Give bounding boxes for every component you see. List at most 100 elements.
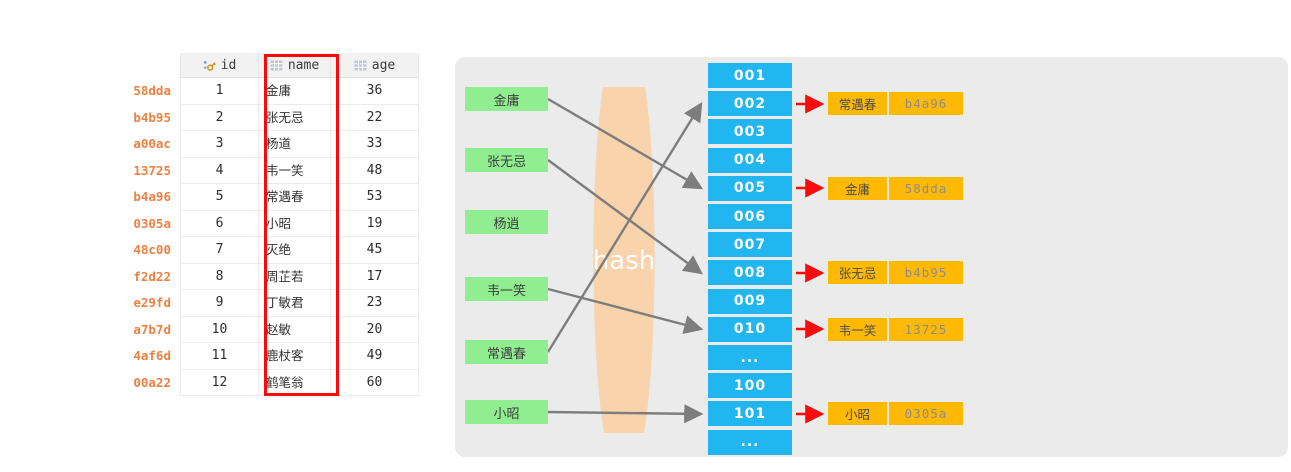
- cell-name: 丁敏君: [258, 290, 330, 317]
- cell-name: 常遇春: [258, 184, 330, 211]
- table-grid-icon: [270, 59, 283, 72]
- row-hash-value: a7b7d: [133, 321, 171, 337]
- hash-index-diagram: hash 金庸 张无忌 杨逍 韦一笑 常遇春 小昭 001 002 003 00…: [455, 57, 1288, 457]
- result-hash-box: 0305a: [889, 402, 963, 425]
- row-hash-value: b4b95: [133, 109, 171, 125]
- row-hash-value: b4a96: [133, 189, 171, 204]
- column-header-name: name: [258, 53, 330, 78]
- cell-id: 5: [180, 184, 258, 211]
- table-row: 58dda 1 金庸 36: [130, 78, 419, 105]
- hash-arrow-zhangwuji-to-008: [547, 159, 703, 275]
- result-name-box: 小昭: [828, 402, 887, 425]
- result-name-box: 金庸: [828, 177, 887, 200]
- cell-age: 49: [330, 343, 419, 370]
- row-hash-value: 13725: [133, 162, 171, 178]
- table-row: 0305a 6 小昭 19: [130, 210, 419, 237]
- cell-id: 6: [180, 210, 258, 237]
- cell-age: 36: [330, 78, 419, 105]
- table-row: b4b95 2 张无忌 22: [130, 104, 419, 131]
- cell-age: 60: [330, 369, 419, 396]
- cell-name: 赵敏: [258, 316, 330, 343]
- cell-age: 20: [330, 316, 419, 343]
- table-row: b4a96 5 常遇春 53: [130, 184, 419, 211]
- table-row: f2d22 8 周芷若 17: [130, 263, 419, 290]
- table-row: 00a22 12 鹤笔翁 60: [130, 369, 419, 396]
- row-hash-value: 48c00: [133, 242, 171, 257]
- cell-age: 19: [330, 210, 419, 237]
- cell-age: 45: [330, 237, 419, 264]
- hash-arrow-xiaozhao-to-101: [547, 404, 704, 424]
- cell-age: 48: [330, 157, 419, 184]
- cell-id: 12: [180, 369, 258, 396]
- table-row: a7b7d 10 赵敏 20: [130, 316, 419, 343]
- table-header-row: id name age: [130, 53, 419, 78]
- cell-id: 3: [180, 131, 258, 158]
- bucket-slot: 002: [708, 91, 792, 117]
- bucket-slot: 100: [708, 373, 792, 399]
- hash-function-lens: [593, 87, 655, 433]
- result-hash-box: 58dda: [889, 177, 963, 200]
- result-name-box: 常遇春: [828, 92, 887, 115]
- cell-name: 鹤笔翁: [258, 369, 330, 396]
- database-table: id name age 58dda 1 金庸 36: [130, 53, 419, 396]
- column-header-label: age: [371, 57, 396, 73]
- table-row: 4af6d 11 鹿杖客 49: [130, 343, 419, 370]
- hash-arrow-jinyong-to-005: [547, 97, 704, 190]
- cell-age: 22: [330, 104, 419, 131]
- cell-name: 灭绝: [258, 237, 330, 264]
- hash-column-spacer: [130, 53, 180, 78]
- cell-id: 4: [180, 157, 258, 184]
- hash-arrow-changyuchun-to-002: [546, 101, 703, 353]
- table-row: 13725 4 韦一笑 48: [130, 157, 419, 184]
- bucket-slot: 007: [708, 232, 792, 258]
- hash-function-label: hash: [593, 246, 655, 276]
- input-key-box: 常遇春: [465, 340, 548, 364]
- row-hash-value: 00a22: [133, 374, 171, 390]
- cell-id: 1: [180, 78, 258, 105]
- bucket-slot: ...: [708, 345, 792, 370]
- primary-key-icon: [203, 59, 216, 72]
- bucket-slot: 003: [708, 119, 792, 145]
- table-row: 48c00 7 灭绝 45: [130, 237, 419, 264]
- input-key-box: 韦一笑: [465, 277, 548, 301]
- result-hash-box: 13725: [889, 318, 963, 341]
- diagram-arrows-layer: hash: [546, 87, 825, 433]
- cell-age: 23: [330, 290, 419, 317]
- cell-id: 7: [180, 237, 258, 264]
- input-key-box: 张无忌: [465, 148, 548, 172]
- input-key-box: 小昭: [465, 400, 548, 424]
- bucket-slot: 101: [708, 401, 792, 427]
- row-hash-value: a00ac: [133, 136, 171, 151]
- cell-name: 周芷若: [258, 263, 330, 290]
- bucket-slot: 001: [708, 63, 792, 88]
- result-name-box: 张无忌: [828, 261, 887, 284]
- column-header-label: id: [220, 57, 237, 73]
- row-hash-value: f2d22: [133, 268, 171, 284]
- cell-age: 53: [330, 184, 419, 211]
- column-header-id: id: [180, 53, 258, 78]
- table-grid-icon: [354, 59, 367, 72]
- cell-name: 金庸: [258, 78, 330, 105]
- cell-id: 2: [180, 104, 258, 131]
- cell-id: 11: [180, 343, 258, 370]
- bucket-slot: 005: [708, 175, 792, 201]
- hash-arrow-weiyixiao-to-010: [547, 287, 704, 335]
- bucket-slot: 008: [708, 260, 792, 286]
- table-row: e29fd 9 丁敏君 23: [130, 290, 419, 317]
- row-hash-value: 0305a: [133, 215, 171, 231]
- cell-name: 鹿杖客: [258, 343, 330, 370]
- input-key-box: 金庸: [465, 87, 548, 111]
- cell-age: 33: [330, 131, 419, 158]
- cell-name: 小昭: [258, 210, 330, 237]
- row-hash-value: 58dda: [133, 83, 171, 98]
- bucket-slot: 006: [708, 204, 792, 229]
- cell-name: 韦一笑: [258, 157, 330, 184]
- column-header-label: name: [287, 57, 320, 73]
- cell-name: 杨道: [258, 131, 330, 158]
- bucket-slot: ...: [708, 429, 792, 455]
- bucket-slot: 009: [708, 288, 792, 314]
- column-header-age: age: [330, 53, 419, 78]
- cell-name: 张无忌: [258, 104, 330, 131]
- cell-id: 10: [180, 316, 258, 343]
- result-hash-box: b4b95: [889, 261, 963, 284]
